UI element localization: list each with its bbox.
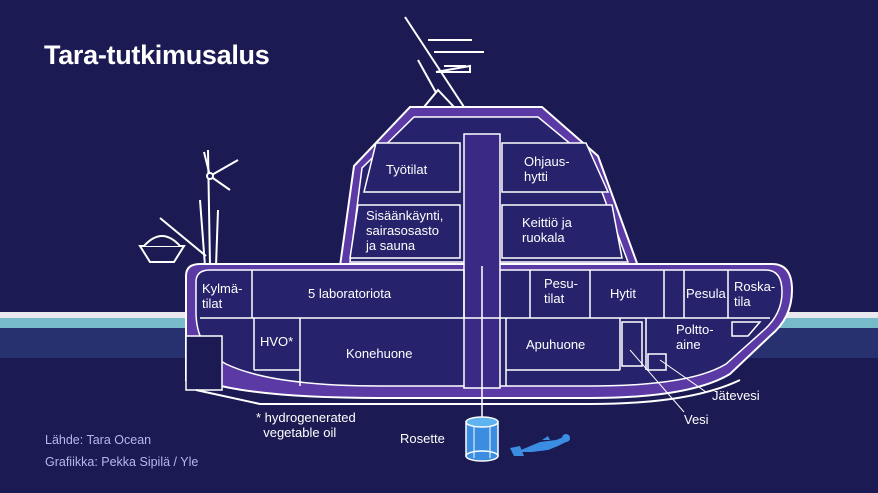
aft-mast — [138, 149, 239, 267]
label-pesutilat: Pesu- tilat — [544, 276, 578, 306]
footnote-hvo: * hydrogenerated vegetable oil — [256, 410, 356, 440]
diver-icon — [510, 434, 570, 456]
stern-block — [185, 335, 223, 391]
room-keittio — [501, 204, 623, 259]
label-hvo: HVO* — [260, 334, 294, 349]
label-konehuone: Konehuone — [346, 346, 413, 361]
label-jatevesi: Jätevesi — [712, 388, 760, 403]
label-laboratoriot: 5 laboratoriota — [308, 286, 392, 301]
water-tank — [621, 321, 643, 367]
leader-jatevesi — [659, 359, 707, 393]
label-apuhuone: Apuhuone — [526, 337, 586, 352]
credit-source: Lähde: Tara Ocean — [45, 433, 152, 447]
room-ohjaushytti — [501, 142, 610, 193]
label-polttoaine: Poltto- aine — [676, 322, 714, 352]
label-kylmatilat: Kylmä- tilat — [202, 281, 243, 311]
label-ohjaushytti: Ohjaus- hytti — [524, 154, 570, 184]
label-rosette: Rosette — [400, 431, 445, 446]
label-sisaankaynti: Sisäänkäynti, sairasosasto ja sauna — [366, 208, 444, 253]
radar-mast — [404, 16, 484, 108]
room-tyotilat — [363, 142, 461, 193]
label-tyotilat: Työtilat — [386, 162, 428, 177]
room-sisaankaynti — [349, 204, 461, 259]
label-roskatila: Roska- tila — [734, 279, 776, 309]
credit-graphics: Grafiikka: Pekka Sipilä / Yle — [45, 455, 199, 469]
label-keittio: Keittiö ja ruokala — [522, 215, 572, 245]
label-pesula: Pesula — [686, 286, 726, 301]
rosette-sampler — [465, 392, 499, 462]
keel — [195, 379, 741, 405]
leader-vesi — [629, 349, 685, 413]
diagram-title: Tara-tutkimusalus — [44, 40, 270, 70]
bow-tank — [731, 321, 762, 337]
label-vesi: Vesi — [684, 412, 709, 427]
waste-water-tank — [647, 353, 667, 371]
label-hytit: Hytit — [610, 286, 636, 301]
